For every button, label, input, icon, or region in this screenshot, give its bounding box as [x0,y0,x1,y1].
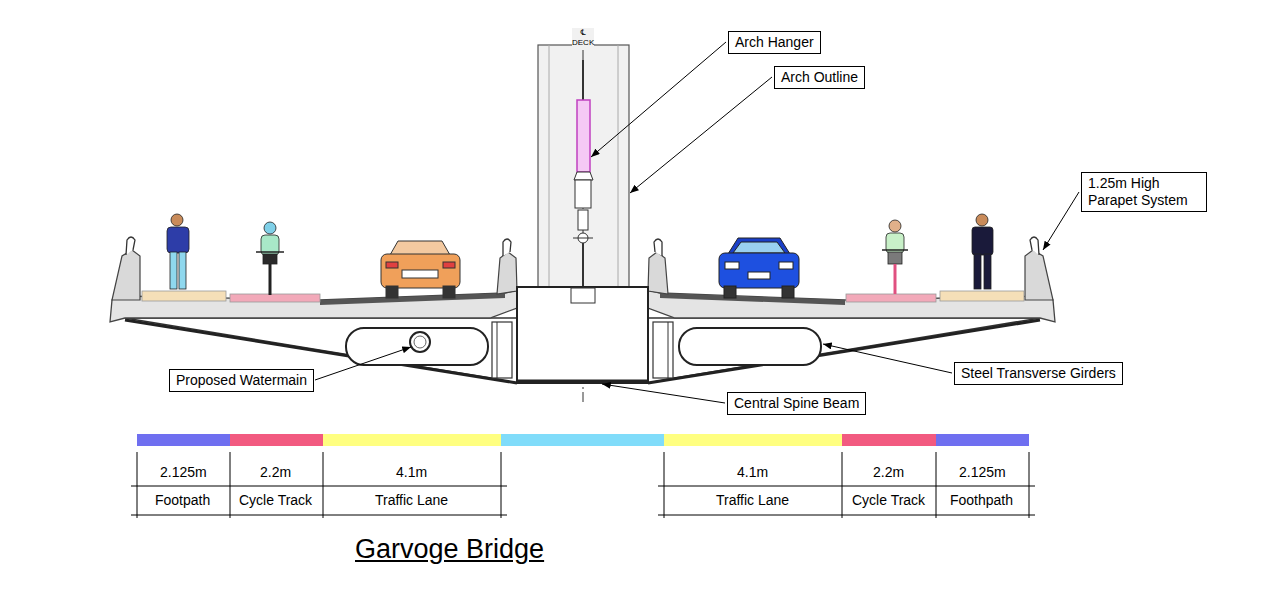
callout-box: 1.25m High Parapet System [1081,172,1207,212]
dimension-text: 2.125m [160,464,207,480]
lane-name: Footpath [155,492,210,508]
callout-box: Arch Outline [774,66,865,89]
dimension-text: 2.125m [959,464,1006,480]
dimension-text: 2.2m [260,464,291,480]
callout-box: Proposed Watermain [169,369,314,392]
dimension-text: 2.2m [873,464,904,480]
callout-text: Steel Transverse Girders [961,365,1116,382]
callout-box: Steel Transverse Girders [954,362,1123,385]
callout-text: 1.25m High Parapet System [1088,175,1200,209]
callout-text: Proposed Watermain [176,372,307,389]
diagram-title: Garvoge Bridge [355,534,544,564]
lane-name: Cycle Track [852,492,925,508]
callout-box: Central Spine Beam [727,392,866,415]
callout-box: Arch Hanger [728,31,821,54]
lane-name: Foothpath [950,492,1013,508]
callout-text: Arch Hanger [735,34,814,51]
dimension-text: 4.1m [737,464,768,480]
callout-text: Arch Outline [781,69,858,86]
lane-name: Traffic Lane [375,492,448,508]
callout-text: Central Spine Beam [734,395,859,412]
lane-name: Cycle Track [239,492,312,508]
centreline-label: ℄ DECK [572,28,594,48]
dimension-text: 4.1m [396,464,427,480]
lane-name: Traffic Lane [716,492,789,508]
